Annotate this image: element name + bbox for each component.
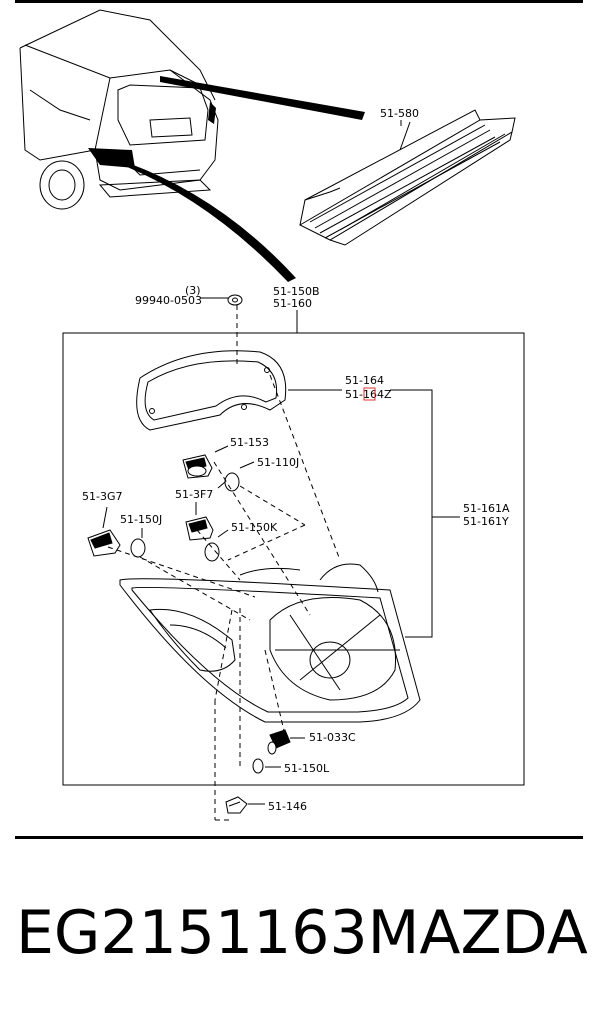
bulb-51-150l — [252, 758, 264, 774]
socket-51-153 — [182, 454, 213, 479]
label-51-146: 51-146 — [268, 800, 307, 813]
label-qty-3: (3) — [185, 284, 201, 297]
bulb-51-150k — [204, 542, 220, 562]
leader-lines — [102, 120, 460, 805]
gasket-51-164 — [136, 350, 287, 431]
dashed-assembly-lines — [107, 305, 341, 821]
car-right-lamp — [208, 102, 216, 124]
socket-51-3f7 — [185, 516, 214, 541]
caption: EG2151163 MAZDA — [16, 893, 588, 973]
label-51-110j: 51-110J — [257, 456, 299, 469]
tail-lamp-unit — [119, 563, 421, 723]
bulb-51-110j — [217, 472, 240, 492]
label-51-3g7: 51-3G7 — [82, 490, 123, 503]
vehicle-rear-illustration — [19, 9, 219, 210]
tail-lamp-parts-diagram: 51-580 51-150B 51-160 (3) 99940-0503 51-… — [19, 9, 525, 821]
label-51-150l: 51-150L — [284, 762, 330, 775]
assembly-frame — [62, 332, 525, 786]
leader-wedge-high-mount — [160, 76, 365, 120]
label-51-153: 51-153 — [230, 436, 269, 449]
screw-99940-0503 — [227, 294, 243, 306]
label-51-150b: 51-150B — [273, 285, 320, 298]
leader-wedge-tail-lamp — [120, 160, 296, 282]
socket-51-3g7 — [87, 529, 121, 557]
label-51-3f7: 51-3F7 — [175, 488, 213, 501]
label-51-161y: 51-161Y — [463, 515, 509, 528]
label-51-164z: 51-164Z — [345, 388, 392, 401]
label-51-150j: 51-150J — [120, 513, 162, 526]
label-51-033c: 51-033C — [309, 731, 356, 744]
brand-name: MAZDA — [367, 898, 588, 968]
socket-51-033c — [267, 729, 291, 755]
top-rule — [15, 0, 583, 3]
label-51-580: 51-580 — [380, 107, 419, 120]
bulb-51-150j — [130, 538, 146, 558]
label-51-164: 51-164 — [345, 374, 384, 387]
label-99940-0503: 99940-0503 — [135, 294, 202, 307]
label-51-160: 51-160 — [273, 297, 312, 310]
high-mount-stop-lamp — [298, 109, 516, 246]
highlight-box — [363, 387, 376, 401]
label-51-161a: 51-161A — [463, 502, 510, 515]
clip-51-146 — [225, 796, 248, 814]
part-number: EG2151163 — [16, 898, 368, 968]
bottom-rule — [15, 836, 583, 839]
label-51-150k: 51-150K — [231, 521, 278, 534]
